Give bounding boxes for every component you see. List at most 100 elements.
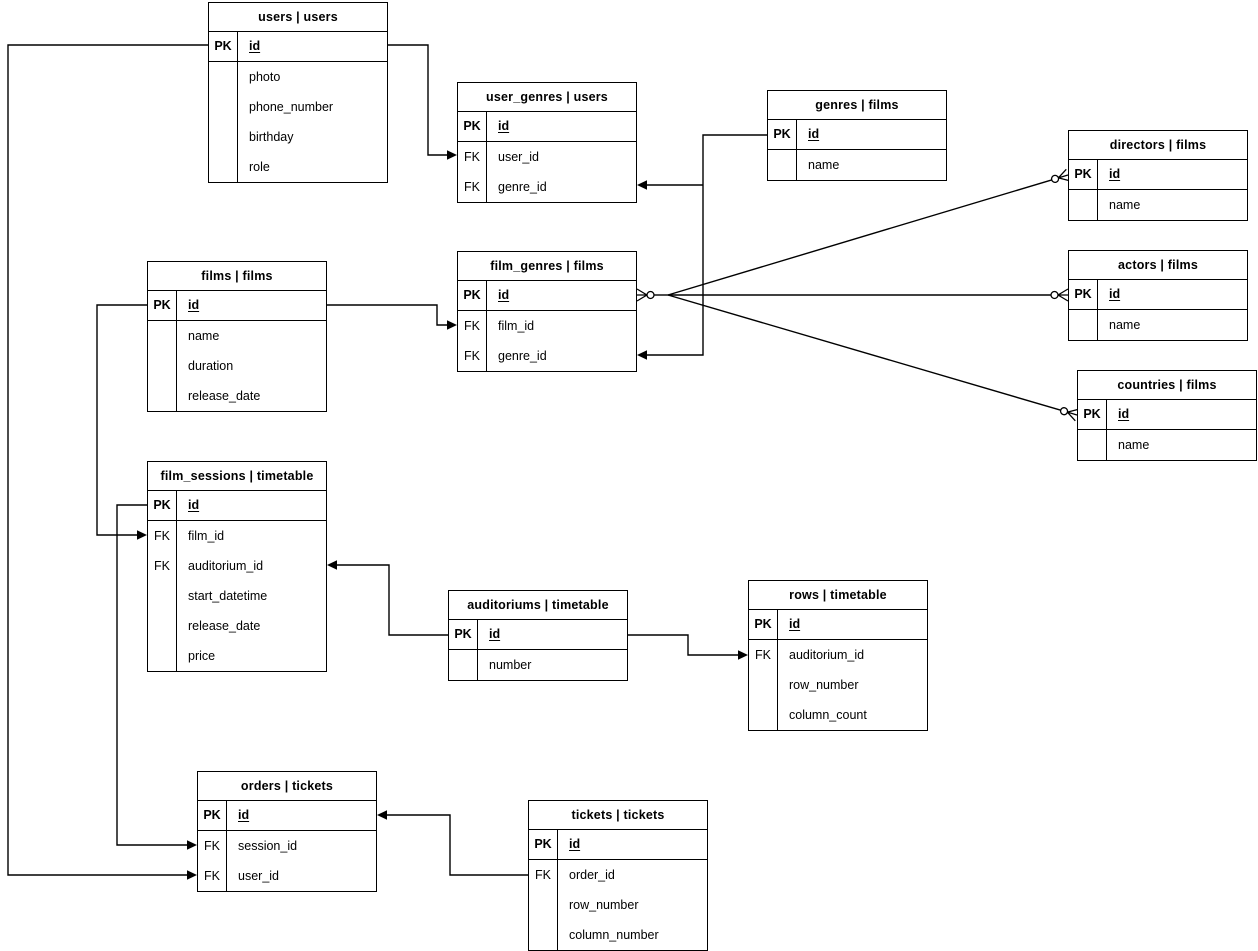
table-row-rows-auditorium_id: FK auditorium_id	[749, 640, 927, 670]
crow-foot-icon	[1057, 288, 1069, 302]
table-title: rows | timetable	[749, 581, 927, 610]
table-rows: PK id FK user_id FK genre_id	[458, 112, 636, 202]
table-row-film_sessions-auditorium_id: FK auditorium_id	[148, 551, 326, 581]
key-label: PK	[148, 291, 177, 320]
column-name: photo	[249, 69, 281, 84]
table-row-films-release_date: release_date	[148, 381, 326, 411]
column-name: id	[569, 837, 581, 852]
key-label	[529, 920, 558, 950]
table-rows: PK id number	[449, 620, 627, 680]
column-name: role	[249, 159, 270, 174]
table-auditoriums[interactable]: auditoriums | timetable PK id number	[448, 590, 628, 681]
zero-many-at-directors-id	[1050, 168, 1070, 184]
table-title: film_sessions | timetable	[148, 462, 326, 491]
column-name: id	[188, 298, 200, 313]
table-row-film_sessions-release_date: release_date	[148, 611, 326, 641]
zero-circle-icon	[1050, 174, 1060, 184]
column-name: id	[789, 617, 801, 632]
column-name: genre_id	[498, 179, 547, 194]
column-name: id	[1118, 407, 1130, 422]
table-row-orders-id: PK id	[198, 801, 376, 831]
table-users[interactable]: users | users PK id photo phone_number b…	[208, 2, 388, 183]
key-label: PK	[1069, 280, 1098, 309]
table-row-orders-session_id: FK session_id	[198, 831, 376, 861]
table-films[interactable]: films | films PK id name duration releas…	[147, 261, 327, 412]
column-name: start_datetime	[188, 588, 268, 603]
key-label: PK	[749, 610, 778, 639]
table-row-film_sessions-film_id: FK film_id	[148, 521, 326, 551]
table-tickets[interactable]: tickets | tickets PK id FK order_id row_…	[528, 800, 708, 951]
table-row-films-name: name	[148, 321, 326, 351]
arrow-into-film-sessions-film-id	[137, 530, 147, 540]
table-row-film_genres-id: PK id	[458, 281, 636, 311]
key-label	[148, 611, 177, 641]
table-rows: PK id name	[1078, 400, 1256, 460]
column-name: birthday	[249, 129, 294, 144]
table-row-tickets-id: PK id	[529, 830, 707, 860]
table-row-orders-user_id: FK user_id	[198, 861, 376, 891]
table-row-auditoriums-id: PK id	[449, 620, 627, 650]
table-orders[interactable]: orders | tickets PK id FK session_id FK …	[197, 771, 377, 892]
column-name: user_id	[238, 868, 279, 883]
edge-films-id-to-film-genres-film-id	[327, 304, 448, 326]
table-rows: PK id photo phone_number birthday role	[209, 32, 387, 182]
column-name: column_count	[789, 707, 867, 722]
table-row-film_sessions-start_datetime: start_datetime	[148, 581, 326, 611]
table-row-users-id: PK id	[209, 32, 387, 62]
edge-fan-to-directors-id	[667, 179, 1052, 296]
column-name: name	[1109, 197, 1141, 212]
zero-many-at-countries-id	[1059, 407, 1079, 422]
table-row-genres-id: PK id	[768, 120, 946, 150]
table-row-films-duration: duration	[148, 351, 326, 381]
column-name: release_date	[188, 388, 261, 403]
column-name: id	[498, 288, 510, 303]
table-title: actors | films	[1069, 251, 1247, 280]
key-label: FK	[458, 311, 487, 341]
table-row-directors-name: name	[1069, 190, 1247, 220]
table-rows: PK id name	[1069, 160, 1247, 220]
table-title: tickets | tickets	[529, 801, 707, 830]
table-film_genres[interactable]: film_genres | films PK id FK film_id FK …	[457, 251, 637, 372]
table-row-tickets-row_number: row_number	[529, 890, 707, 920]
table-user_genres[interactable]: user_genres | users PK id FK user_id FK …	[457, 82, 637, 203]
table-rows[interactable]: rows | timetable PK id FK auditorium_id …	[748, 580, 928, 731]
crow-foot-icon	[1066, 408, 1079, 422]
column-name: row_number	[569, 897, 639, 912]
key-label: FK	[148, 521, 177, 551]
key-label: PK	[1078, 400, 1107, 429]
table-countries[interactable]: countries | films PK id name	[1077, 370, 1257, 461]
column-name: name	[808, 157, 840, 172]
table-film_sessions[interactable]: film_sessions | timetable PK id FK film_…	[147, 461, 327, 672]
edge-fan-to-countries-id	[667, 294, 1061, 411]
table-row-user_genres-id: PK id	[458, 112, 636, 142]
edge-auditoriums-id-to-film-sessions-auditorium-id	[336, 564, 448, 636]
key-label: FK	[458, 172, 487, 202]
column-name: film_id	[188, 528, 225, 543]
key-label	[768, 150, 797, 180]
table-title: auditoriums | timetable	[449, 591, 627, 620]
table-title: directors | films	[1069, 131, 1247, 160]
table-rows: PK id FK auditorium_id row_number column…	[749, 610, 927, 730]
table-rows: PK id name	[1069, 280, 1247, 340]
key-label: FK	[148, 551, 177, 581]
table-directors[interactable]: directors | films PK id name	[1068, 130, 1248, 221]
key-label	[1069, 310, 1098, 340]
column-name: session_id	[238, 838, 298, 853]
column-name: duration	[188, 358, 234, 373]
table-row-auditoriums-number: number	[449, 650, 627, 680]
column-name: column_number	[569, 927, 659, 942]
key-label: FK	[529, 860, 558, 890]
arrow-into-orders-user-id	[187, 870, 197, 880]
column-name: id	[188, 498, 200, 513]
key-label	[209, 152, 238, 182]
zero-circle-icon	[1059, 407, 1069, 416]
table-row-countries-name: name	[1078, 430, 1256, 460]
table-row-directors-id: PK id	[1069, 160, 1247, 190]
column-name: id	[808, 127, 820, 142]
table-actors[interactable]: actors | films PK id name	[1068, 250, 1248, 341]
key-label	[148, 581, 177, 611]
table-genres[interactable]: genres | films PK id name	[767, 90, 947, 181]
column-name: number	[489, 657, 532, 672]
key-label: FK	[458, 142, 487, 172]
